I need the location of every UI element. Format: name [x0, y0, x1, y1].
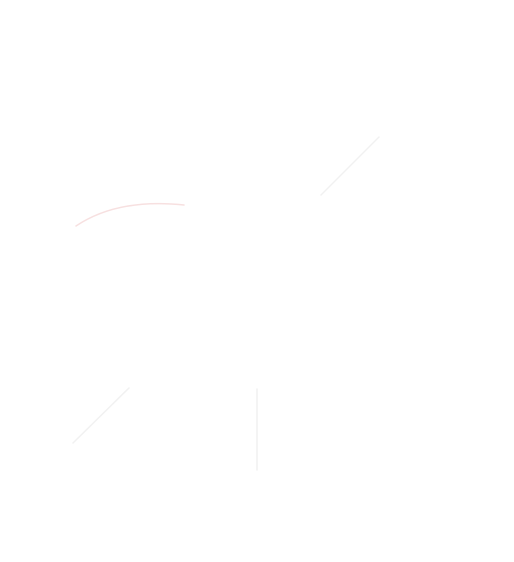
faint-diagonal-upper [320, 136, 380, 196]
faint-diagonal-lower [72, 387, 130, 444]
faint-arc [75, 202, 185, 227]
